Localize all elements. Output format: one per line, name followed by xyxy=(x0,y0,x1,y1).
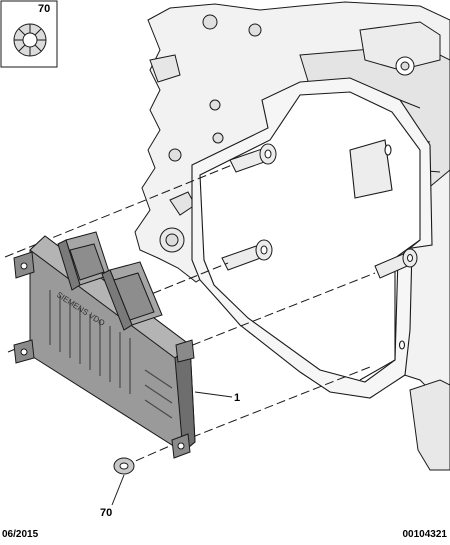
bracket-studs xyxy=(221,143,418,279)
star-lock-washer-icon xyxy=(13,23,47,57)
inset-box xyxy=(0,0,58,68)
callout-leader-lines xyxy=(111,391,233,506)
washer-part xyxy=(113,457,135,475)
inset-part-ref: 70 xyxy=(38,3,50,15)
washer-part-ref: 70 xyxy=(100,507,112,519)
footer-date: 06/2015 xyxy=(2,529,39,540)
footer-doc-number: 00104321 xyxy=(402,529,448,540)
ecu-module xyxy=(13,231,196,459)
ecu-part-ref: 1 xyxy=(234,392,240,404)
